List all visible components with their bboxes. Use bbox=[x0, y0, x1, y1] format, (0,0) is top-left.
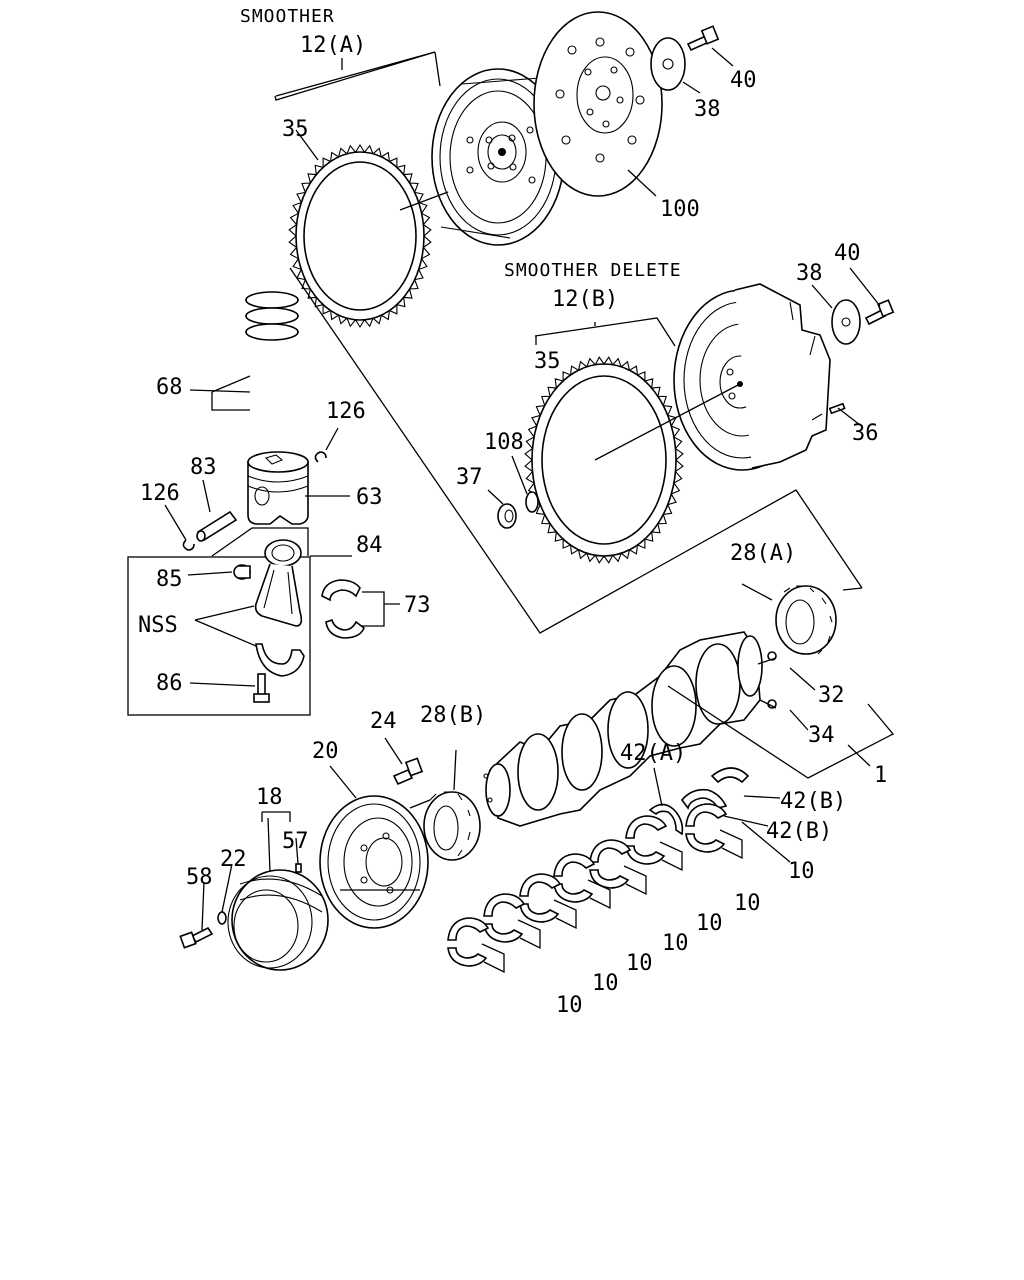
label-10-1: 10 bbox=[788, 859, 815, 884]
header-smoother: SMOOTHER bbox=[240, 6, 335, 27]
label-40-top: 40 bbox=[730, 68, 757, 93]
label-10-4: 10 bbox=[662, 931, 689, 956]
ring-gear-35-top bbox=[288, 143, 432, 329]
label-100: 100 bbox=[660, 197, 700, 222]
bolt-40-bottom bbox=[864, 299, 895, 326]
label-1: 1 bbox=[874, 763, 887, 788]
label-28b: 28(B) bbox=[420, 703, 486, 728]
label-34: 34 bbox=[808, 723, 835, 748]
label-85: 85 bbox=[156, 567, 183, 592]
piston-63 bbox=[247, 451, 309, 525]
pin-36 bbox=[828, 402, 846, 415]
label-38-bottom: 38 bbox=[796, 261, 823, 286]
key-57 bbox=[295, 863, 302, 873]
piston-rings-68 bbox=[245, 291, 299, 341]
label-126-top: 126 bbox=[326, 399, 366, 424]
label-63: 63 bbox=[356, 485, 383, 510]
bushing-85 bbox=[233, 564, 251, 580]
plate-38-top bbox=[650, 37, 686, 91]
label-42b-2: 42(B) bbox=[766, 819, 832, 844]
label-57: 57 bbox=[282, 829, 309, 854]
piston-pin-83 bbox=[196, 510, 238, 542]
bolt-58 bbox=[179, 926, 214, 949]
flywheel-12b bbox=[673, 283, 831, 471]
bolt-40-top bbox=[686, 25, 720, 52]
header-smoother-delete: SMOOTHER DELETE bbox=[504, 260, 682, 281]
plate-38-bottom bbox=[831, 299, 861, 345]
label-35-top: 35 bbox=[282, 117, 309, 142]
bearing-shell-pair bbox=[553, 853, 611, 910]
bolt-24 bbox=[392, 757, 424, 786]
label-18: 18 bbox=[256, 785, 283, 810]
label-42a: 42(A) bbox=[620, 741, 686, 766]
label-83: 83 bbox=[190, 455, 217, 480]
label-68: 68 bbox=[156, 375, 183, 400]
thrust-washer-42a bbox=[648, 803, 684, 836]
label-35-bottom: 35 bbox=[534, 349, 561, 374]
washer-22 bbox=[217, 911, 227, 925]
label-32: 32 bbox=[818, 683, 845, 708]
bearing-shell-pair bbox=[447, 917, 505, 974]
label-36: 36 bbox=[852, 421, 879, 446]
conrod-assy-box bbox=[127, 556, 311, 716]
snap-ring-126-bottom bbox=[182, 539, 195, 551]
conrod-cap bbox=[255, 643, 305, 677]
main-bearing-shells bbox=[447, 803, 743, 974]
snap-ring-108 bbox=[525, 491, 539, 513]
bearing-shell-pair bbox=[685, 803, 743, 860]
thrust-washer-42b-1 bbox=[710, 767, 750, 784]
label-12b: 12(B) bbox=[552, 287, 618, 312]
label-10-7: 10 bbox=[556, 993, 583, 1018]
label-10-3: 10 bbox=[696, 911, 723, 936]
label-22: 22 bbox=[220, 847, 247, 872]
label-10-5: 10 bbox=[626, 951, 653, 976]
bolt-86 bbox=[253, 673, 270, 703]
bearing-shell-pair bbox=[589, 839, 647, 896]
label-84: 84 bbox=[356, 533, 383, 558]
gear-28b bbox=[423, 791, 481, 861]
label-73: 73 bbox=[404, 593, 431, 618]
crankshaft-1 bbox=[483, 631, 763, 827]
ring-gear-35-bottom bbox=[524, 356, 684, 564]
label-42b-1: 42(B) bbox=[780, 789, 846, 814]
label-nss: NSS bbox=[138, 613, 178, 638]
conrod-84 bbox=[254, 539, 303, 627]
label-40-bottom: 40 bbox=[834, 241, 861, 266]
label-37: 37 bbox=[456, 465, 483, 490]
label-10-2: 10 bbox=[734, 891, 761, 916]
label-24: 24 bbox=[370, 709, 397, 734]
snap-ring-126-top bbox=[314, 451, 327, 463]
flex-plate-100 bbox=[533, 11, 663, 197]
pulley-20 bbox=[319, 795, 429, 929]
label-58: 58 bbox=[186, 865, 213, 890]
bearing-shell-pair bbox=[483, 893, 541, 950]
label-20: 20 bbox=[312, 739, 339, 764]
damper-18 bbox=[227, 869, 329, 971]
bearing-shells-73 bbox=[321, 579, 365, 639]
bearing-shell-pair bbox=[625, 815, 683, 872]
label-10-6: 10 bbox=[592, 971, 619, 996]
label-108: 108 bbox=[484, 430, 524, 455]
label-38-top: 38 bbox=[694, 97, 721, 122]
bearing-shell-pair bbox=[519, 873, 577, 930]
label-28a: 28(A) bbox=[730, 541, 796, 566]
bearing-37 bbox=[497, 503, 517, 529]
gear-28a bbox=[775, 585, 837, 655]
label-86: 86 bbox=[156, 671, 183, 696]
label-126-bottom: 126 bbox=[140, 481, 180, 506]
label-12a: 12(A) bbox=[300, 33, 366, 58]
